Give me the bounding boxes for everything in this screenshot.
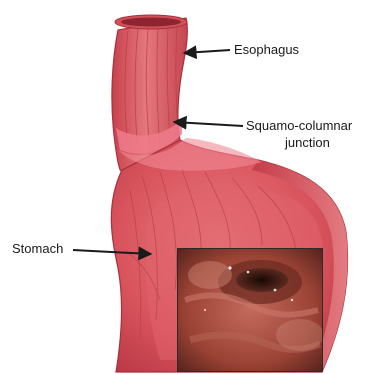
esophagus-label: Esophagus xyxy=(234,42,299,58)
junction-label-line1: Squamo-columnar xyxy=(246,118,352,134)
esophagus-arrow xyxy=(184,50,230,53)
junction-label-line2: junction xyxy=(285,135,330,151)
junction-arrow xyxy=(174,122,243,126)
endoscopy-inset-frame xyxy=(177,248,323,372)
stomach-label: Stomach xyxy=(12,241,63,257)
